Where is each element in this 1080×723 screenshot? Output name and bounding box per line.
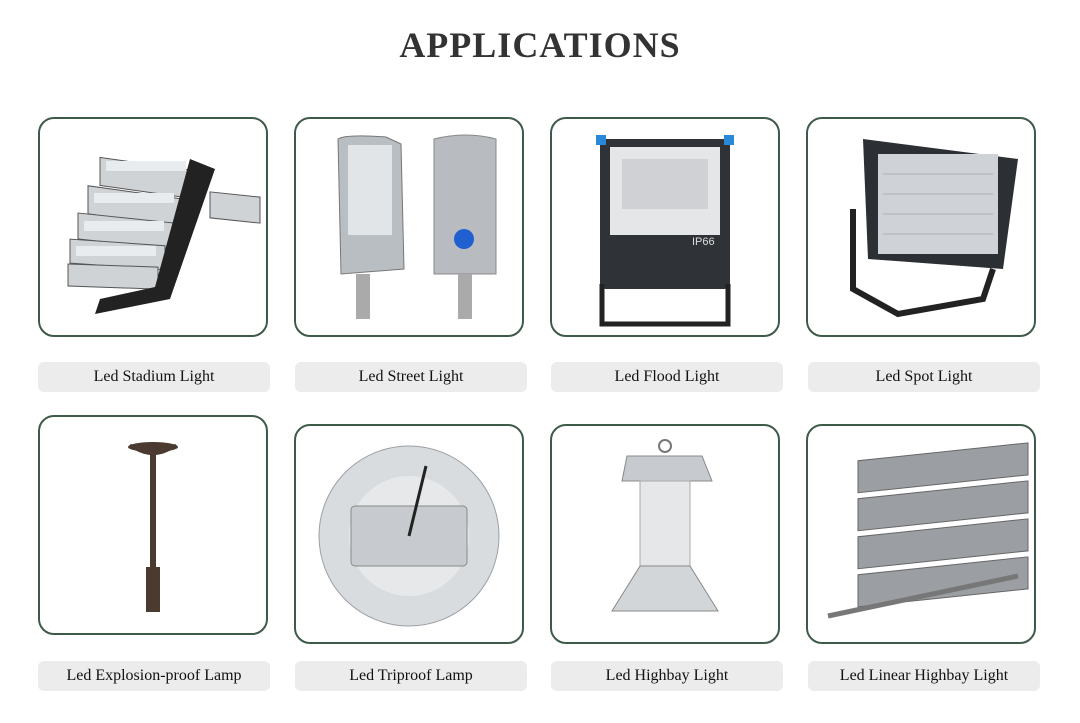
ufo-highbay-icon — [318, 445, 500, 627]
product-label-linear-highbay-light[interactable]: Led Linear Highbay Light — [808, 661, 1040, 691]
stadium-light-icon — [67, 156, 261, 314]
product-card-flood-light[interactable]: IP66 — [550, 117, 780, 337]
spot-light-icon — [850, 139, 1018, 318]
street-light-icon — [337, 134, 497, 319]
product-card-explosion-proof-lamp[interactable] — [38, 415, 268, 635]
product-label-triproof-lamp[interactable]: Led Triproof Lamp — [295, 661, 527, 691]
product-card-highbay-light[interactable] — [550, 424, 780, 644]
product-label-explosion-proof-lamp[interactable]: Led Explosion-proof Lamp — [38, 661, 270, 691]
ip66-badge: IP66 — [692, 236, 715, 248]
pole-lamp-icon — [128, 442, 178, 612]
product-card-linear-highbay-light[interactable] — [806, 424, 1036, 644]
product-card-spot-light[interactable] — [806, 117, 1036, 337]
product-label-highbay-light[interactable]: Led Highbay Light — [551, 661, 783, 691]
product-card-triproof-lamp[interactable] — [294, 424, 524, 644]
product-label-stadium-light[interactable]: Led Stadium Light — [38, 362, 270, 392]
product-label-spot-light[interactable]: Led Spot Light — [808, 362, 1040, 392]
page-title: APPLICATIONS — [399, 25, 681, 65]
product-card-stadium-light[interactable] — [38, 117, 268, 337]
product-label-street-light[interactable]: Led Street Light — [295, 362, 527, 392]
flood-light-icon: IP66 — [596, 135, 734, 327]
highbay-bell-icon — [611, 439, 719, 612]
product-card-street-light[interactable] — [294, 117, 524, 337]
linear-highbay-icon — [827, 442, 1029, 619]
product-label-flood-light[interactable]: Led Flood Light — [551, 362, 783, 392]
